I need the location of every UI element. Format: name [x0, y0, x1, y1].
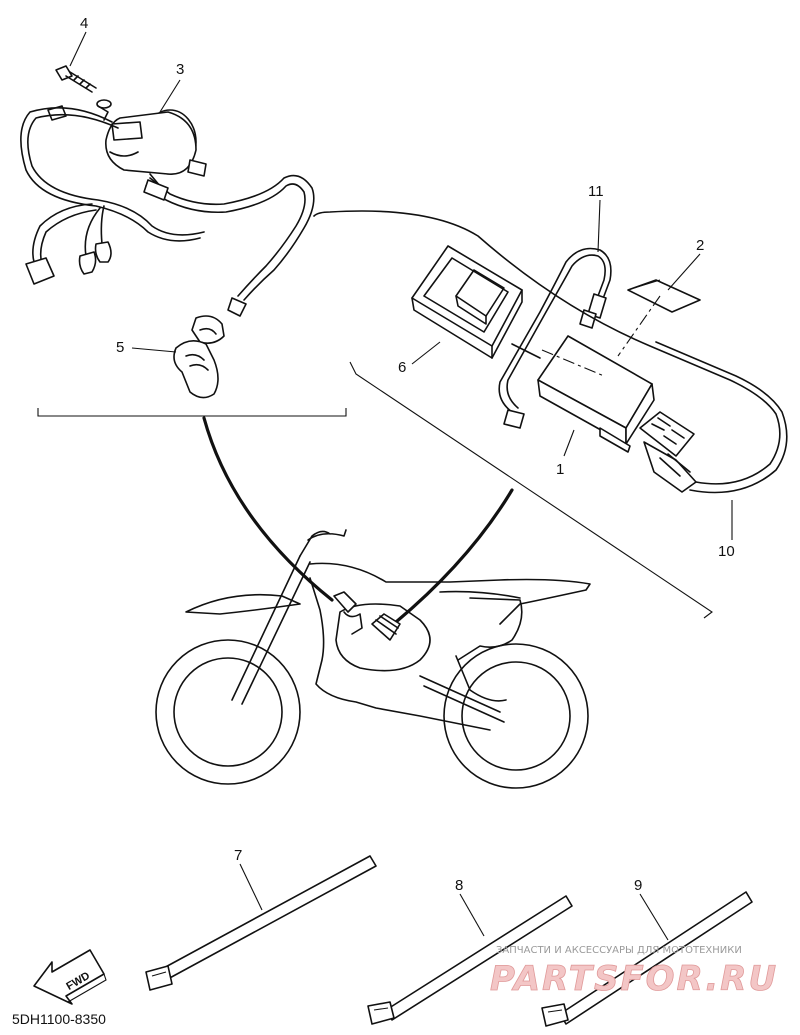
left-detail-bracket — [37, 408, 347, 417]
watermark-tagline: ЗАПЧАСТИ И АКСЕССУАРЫ ДЛЯ МОТОТЕХНИКИ — [496, 945, 742, 956]
cable-tie-8 — [367, 895, 573, 1025]
cdi-unit — [537, 335, 655, 453]
high-tension-lead — [143, 174, 315, 317]
bolt — [55, 65, 112, 121]
spark-plug-cap — [173, 315, 225, 399]
callout-10: 10 — [718, 543, 735, 560]
right-detail-bracket — [349, 361, 713, 619]
callout-7: 7 — [234, 847, 242, 864]
cdi-wire-lead — [313, 210, 788, 494]
callout-3: 3 — [176, 61, 184, 78]
ignition-coil — [105, 109, 207, 187]
alignment-lines — [541, 295, 661, 377]
callout-11: 11 — [588, 183, 604, 200]
right-pointer-line — [394, 488, 514, 624]
forward-arrow-icon: FWD — [33, 949, 107, 1005]
motorcycle-outline — [155, 529, 591, 789]
wire-harness-sub — [498, 247, 612, 429]
callout-leaders — [69, 31, 733, 941]
diagram-part-number: 5DH1100-8350 — [12, 1011, 106, 1027]
watermark-brand: PARTSFOR.RU — [490, 959, 778, 999]
callout-5: 5 — [116, 339, 124, 356]
callout-4: 4 — [80, 15, 88, 32]
callout-6: 6 — [398, 359, 406, 376]
cdi-rubber-damper — [411, 245, 523, 359]
callout-9: 9 — [634, 877, 642, 894]
callout-8: 8 — [455, 877, 463, 894]
cdi-label-sticker — [627, 279, 701, 313]
cable-tie-7 — [145, 855, 377, 991]
coil-wiring — [20, 105, 205, 285]
callout-1: 1 — [556, 461, 564, 478]
callout-2: 2 — [696, 237, 704, 254]
left-pointer-line — [202, 416, 334, 602]
cable-tie-9 — [541, 891, 753, 1027]
